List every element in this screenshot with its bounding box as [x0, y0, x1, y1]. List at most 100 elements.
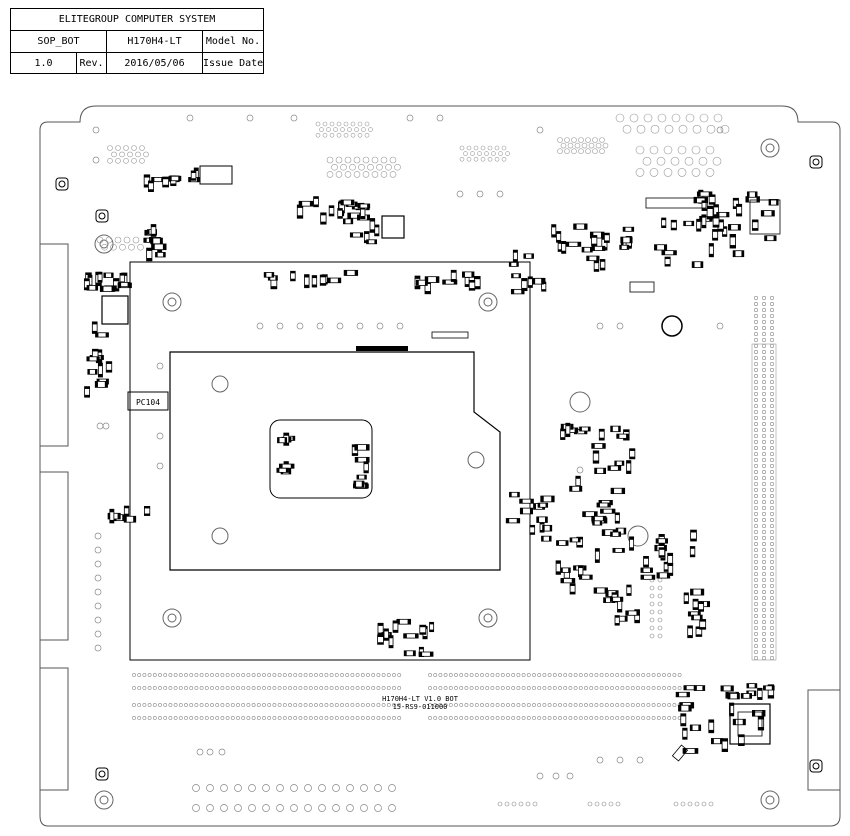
smd-pad	[576, 544, 583, 548]
dimm-pad	[267, 703, 272, 707]
connector-pin	[691, 145, 701, 155]
dimm-pad	[490, 703, 495, 707]
smd-pad	[520, 508, 524, 514]
smd-pad	[361, 481, 364, 488]
dimm-pad	[454, 673, 458, 677]
smd-pad	[92, 321, 98, 325]
smd-pad	[757, 688, 763, 691]
dimm-pad	[340, 703, 344, 707]
connector-pin	[677, 145, 687, 155]
via	[753, 301, 758, 306]
connector-pin	[581, 142, 588, 149]
dimm-pad	[199, 686, 204, 690]
dimm-pad	[500, 686, 505, 690]
dimm-pad	[578, 716, 583, 720]
smd-pad	[600, 232, 604, 239]
dimm-pad	[433, 703, 438, 707]
smd-pad	[299, 201, 303, 207]
dimm-pad	[615, 716, 620, 720]
smd-pad	[320, 212, 327, 216]
dimm-pad	[547, 703, 552, 707]
smd-pad	[631, 227, 634, 232]
via	[761, 457, 766, 462]
smd-pad	[309, 201, 313, 207]
dimm-pad	[438, 673, 443, 677]
dimm-pad	[474, 716, 479, 720]
smd-pad	[540, 529, 545, 533]
smd-pad	[150, 238, 154, 244]
smd-pad	[701, 214, 706, 218]
via	[649, 617, 655, 623]
connector-pin	[480, 156, 486, 162]
smd-pad	[288, 437, 291, 443]
smd-pad	[329, 213, 334, 216]
smd-pad	[579, 486, 582, 492]
smd-pad	[415, 286, 420, 289]
io-pad	[687, 801, 693, 807]
smd-pad	[122, 514, 125, 521]
test-point	[576, 466, 584, 474]
io-pad	[234, 804, 242, 812]
dimm-pad	[521, 716, 526, 720]
dimm-pad	[173, 703, 178, 707]
via	[761, 379, 766, 384]
test-point	[92, 126, 100, 134]
via	[769, 439, 774, 444]
via	[761, 319, 766, 324]
smd-pad	[690, 530, 697, 533]
via	[769, 331, 774, 336]
io-pad	[206, 784, 214, 792]
via	[761, 523, 766, 528]
smd-pad	[736, 204, 742, 207]
smd-pad	[709, 243, 714, 247]
smd-pad	[605, 590, 609, 597]
via	[769, 595, 774, 600]
dimm-pad	[262, 716, 266, 720]
smd-pad	[148, 189, 154, 192]
via	[761, 493, 766, 498]
connector-pin	[364, 121, 370, 127]
smd-pad	[720, 738, 723, 744]
dimm-pad	[552, 673, 557, 677]
dimm-pad	[469, 716, 474, 720]
dimm-pad	[490, 716, 495, 720]
dimm-pad	[651, 686, 656, 690]
smd-pad	[320, 275, 326, 278]
smd-pad	[712, 229, 718, 232]
smd-pad	[92, 349, 99, 352]
via	[753, 505, 758, 510]
dimm-pad	[454, 716, 458, 720]
test-point	[596, 756, 604, 764]
smd-pad	[407, 619, 411, 625]
connector-pin	[123, 236, 131, 244]
smd-pad	[558, 241, 563, 244]
via	[769, 601, 774, 606]
smd-pad	[384, 637, 389, 641]
smd-pad	[749, 693, 752, 699]
dimm-pad	[137, 703, 142, 707]
dimm-pad	[324, 716, 329, 720]
smd-pad	[570, 583, 576, 586]
dimm-pad	[672, 703, 677, 707]
dimm-pad	[506, 703, 510, 707]
io-pad	[206, 804, 214, 812]
via	[761, 343, 766, 348]
via	[753, 313, 758, 318]
dimm-pad	[532, 686, 536, 690]
dimm-pad	[677, 673, 682, 677]
via	[753, 307, 758, 312]
dimm-pad	[293, 703, 298, 707]
connector-pin	[107, 145, 113, 151]
pad-strip	[356, 346, 408, 351]
smd-component	[629, 281, 655, 293]
dimm-pad	[220, 703, 225, 707]
smd-pad	[696, 634, 702, 637]
smd-pad	[419, 647, 424, 650]
smd-pad	[451, 270, 457, 273]
smd-pad	[690, 724, 693, 731]
smd-pad	[377, 623, 384, 626]
dimm-pad	[672, 686, 677, 690]
smd-pad	[623, 429, 630, 433]
smd-pad	[712, 237, 718, 241]
io-pad	[601, 801, 607, 807]
